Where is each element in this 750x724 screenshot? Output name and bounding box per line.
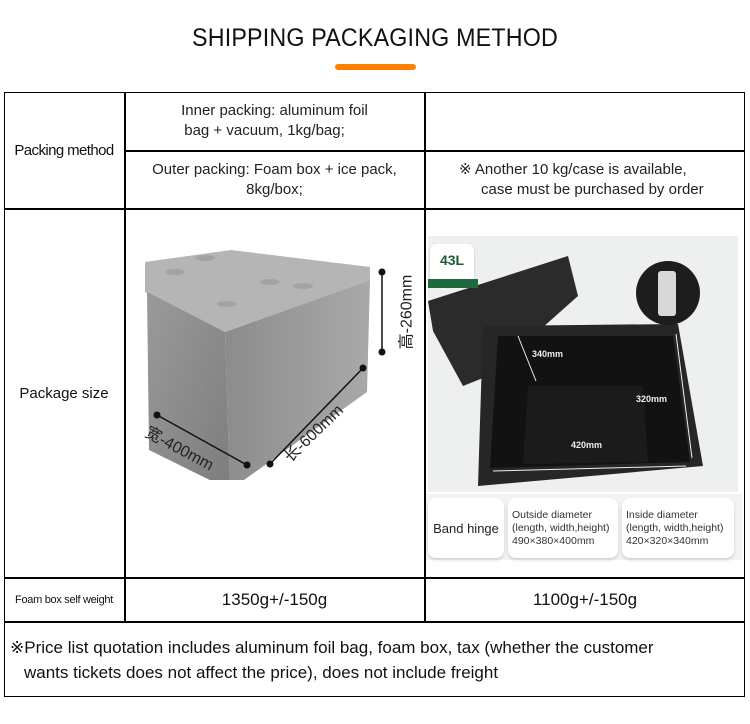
package-size-text: Package size xyxy=(19,384,109,402)
outer-packing-line1: Outer packing: Foam box + ice pack, xyxy=(152,160,397,178)
row-divider-3 xyxy=(4,621,745,623)
price-note-cell: ※Price list quotation includes aluminum … xyxy=(4,622,745,697)
extra-case-note-line2: case must be purchased by order xyxy=(481,180,704,198)
length-dimension-label-right: 420mm xyxy=(571,440,603,450)
inside-diameter-chip: Inside diameter (length, width,height) 4… xyxy=(622,498,734,558)
outside-diameter-title: Outside diameter xyxy=(512,508,592,521)
self-weight-right-text: 1100g+/-150g xyxy=(532,589,638,609)
row-divider-2 xyxy=(4,577,745,579)
height-dimension-label-right: 320mm xyxy=(636,394,668,404)
page-title: SHIPPING PACKAGING METHOD xyxy=(192,24,558,52)
price-note-line1: ※Price list quotation includes aluminum … xyxy=(10,637,654,657)
extra-case-note-line1: ※ Another 10 kg/case is available, xyxy=(459,160,687,178)
dimension-info-strip: Band hinge Outside diameter (length, wid… xyxy=(426,494,742,560)
inside-diameter-value: 420×320×340mm xyxy=(626,534,709,547)
band-hinge-chip: Band hinge xyxy=(428,498,504,558)
badge-green-strip xyxy=(428,279,478,288)
depth-dimension-label: 340mm xyxy=(532,349,564,359)
col-divider-2 xyxy=(424,92,426,622)
self-weight-left-value: 1350g+/-150g xyxy=(125,578,424,621)
outer-packing-line2: 8kg/box; xyxy=(246,180,303,198)
band-hinge-label: Band hinge xyxy=(433,520,499,536)
outside-diameter-sub: (length, width,height) xyxy=(512,521,610,534)
outer-packing-cell: Outer packing: Foam box + ice pack, 8kg/… xyxy=(125,151,424,208)
gray-foam-box-image: 高-260mm 宽-400mm 长-600mm xyxy=(135,240,420,490)
inside-diameter-sub: (length, width,height) xyxy=(626,521,724,534)
capacity-badge-text: 43L xyxy=(439,252,465,268)
title-accent-bar xyxy=(335,64,416,70)
outside-diameter-value: 490×380×400mm xyxy=(512,534,595,547)
self-weight-right-value: 1100g+/-150g xyxy=(425,578,745,621)
packaging-table xyxy=(4,92,745,697)
outside-diameter-chip: Outside diameter (length, width,height) … xyxy=(508,498,618,558)
black-foam-box-image: 43L 340mm 320mm 420mm xyxy=(428,236,738,492)
inner-row-divider xyxy=(124,150,745,152)
inside-diameter-title: Inside diameter xyxy=(626,508,698,521)
col-divider-1 xyxy=(124,92,126,622)
inner-packing-cell: Inner packing: aluminum foil bag + vacuu… xyxy=(125,92,424,150)
inner-packing-line1: Inner packing: aluminum foil xyxy=(181,102,368,119)
capacity-badge: 43L xyxy=(428,244,478,288)
packing-method-label: Packing method xyxy=(4,92,124,208)
height-dimension-label: 高-260mm xyxy=(398,274,416,350)
extra-case-note-cell: ※ Another 10 kg/case is available, case … xyxy=(425,151,745,208)
self-weight-left-text: 1350g+/-150g xyxy=(221,589,328,609)
self-weight-text: Foam box self weight xyxy=(15,593,113,606)
row-divider-1 xyxy=(4,208,745,210)
price-note-line2: wants tickets does not affect the price)… xyxy=(24,662,499,682)
package-size-label: Package size xyxy=(4,209,124,577)
inner-packing-line2: bag + vacuum, 1kg/bag; xyxy=(184,122,345,139)
self-weight-label: Foam box self weight xyxy=(4,578,124,621)
packing-method-text: Packing method xyxy=(14,141,114,159)
